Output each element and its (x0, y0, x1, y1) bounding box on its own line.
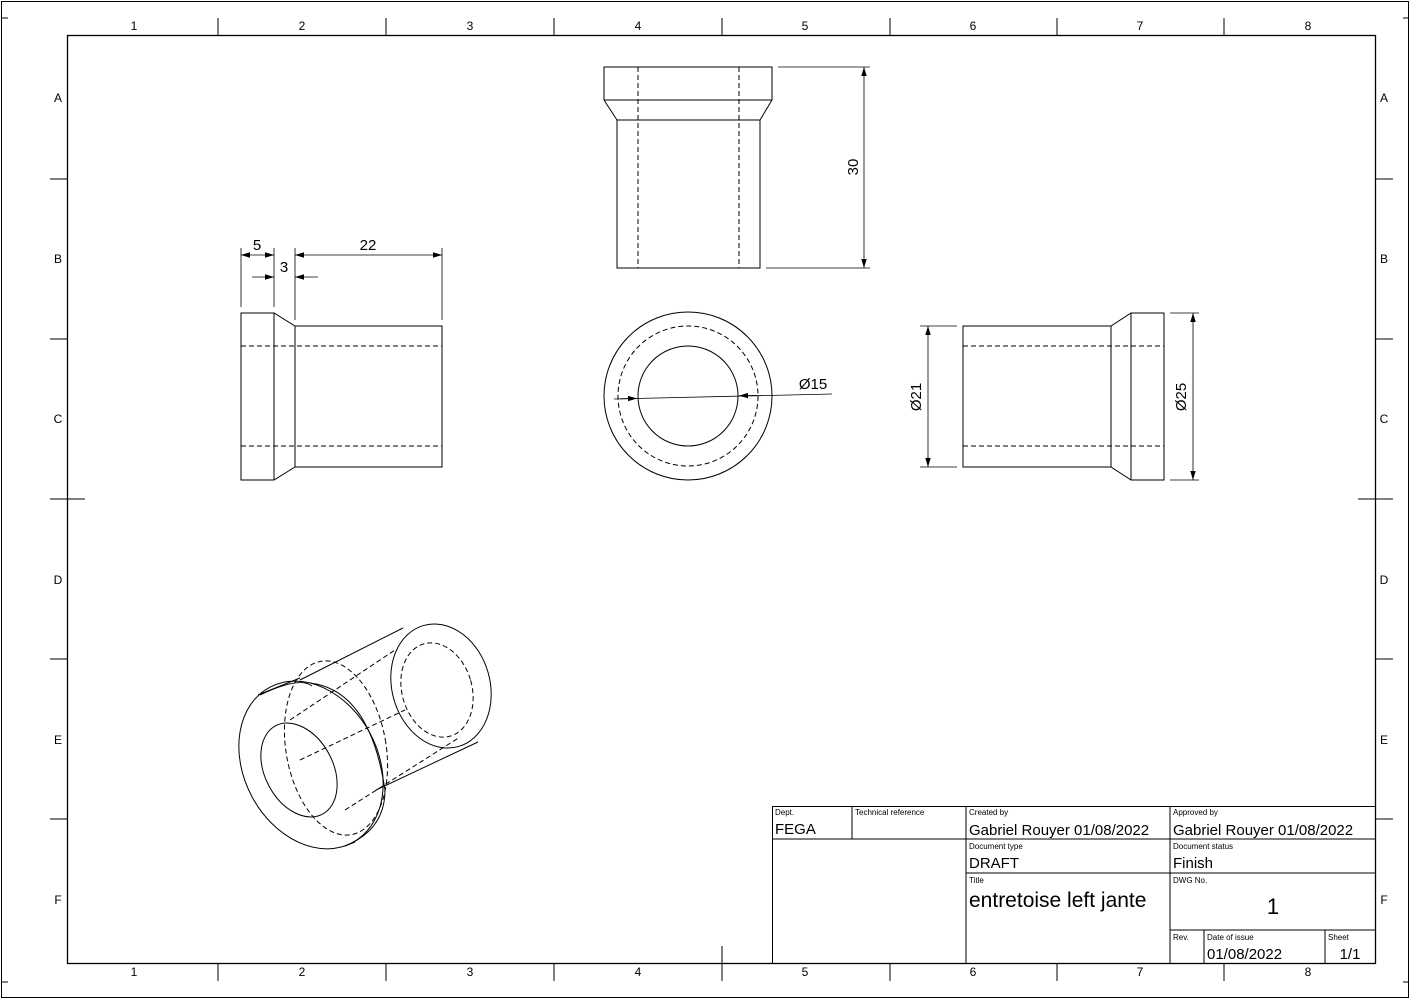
dim-left (240, 248, 443, 320)
row-label-left: A (54, 91, 62, 105)
created-by-label: Created by (969, 808, 1008, 817)
dept-value: FEGA (775, 821, 816, 838)
top-view (603, 66, 773, 269)
row-label-right: E (1380, 733, 1388, 747)
col-label-bottom: 6 (970, 965, 977, 979)
dim-chamfer-label: 3 (280, 259, 288, 276)
sheet-label: Sheet (1328, 933, 1350, 942)
title-block (772, 806, 1376, 964)
dept-label: Dept. (775, 808, 794, 817)
drawing-title: entretoise left jante (969, 889, 1146, 912)
row-label-left: E (54, 733, 62, 747)
dwg-no-value: 1 (1267, 894, 1279, 919)
dim-body-length-label: 22 (360, 237, 377, 254)
sheet-value: 1/1 (1340, 946, 1361, 963)
row-label-left: B (54, 252, 62, 266)
col-label-bottom: 4 (635, 965, 642, 979)
col-label-top: 4 (635, 19, 642, 33)
title-label: Title (969, 876, 984, 885)
col-label-bottom: 5 (802, 965, 809, 979)
dim-height-label: 30 (845, 159, 862, 176)
row-label-left: F (54, 893, 61, 907)
col-label-bottom: 1 (131, 965, 138, 979)
dim-flange-diameter-label: Ø25 (1173, 383, 1190, 411)
dim-right (920, 312, 1199, 481)
col-label-top: 1 (131, 19, 138, 33)
dwg-no-label: DWG No. (1173, 876, 1207, 885)
created-by-value: Gabriel Rouyer 01/08/2022 (969, 822, 1149, 839)
isometric-view (238, 623, 492, 850)
col-label-top: 2 (299, 19, 306, 33)
dim-flange-label: 5 (253, 237, 261, 254)
col-label-top: 3 (467, 19, 474, 33)
date-value: 01/08/2022 (1207, 946, 1282, 963)
row-label-left: D (54, 573, 63, 587)
row-label-right: C (1380, 412, 1389, 426)
dim-height (766, 66, 870, 269)
doc-type-value: DRAFT (969, 855, 1019, 872)
left-view (240, 312, 443, 481)
col-label-top: 6 (970, 19, 977, 33)
doc-type-label: Document type (969, 842, 1023, 851)
dim-body-diameter-label: Ø21 (908, 383, 925, 411)
col-label-top: 7 (1137, 19, 1144, 33)
corner-marks (1, 17, 1409, 983)
date-label: Date of issue (1207, 933, 1254, 942)
dim-bore-label: Ø15 (799, 376, 827, 393)
rev-label: Rev. (1173, 933, 1189, 942)
dim-bore (613, 392, 833, 402)
row-label-right: A (1380, 91, 1388, 105)
row-label-right: F (1380, 893, 1387, 907)
right-view (962, 312, 1165, 481)
row-label-right: D (1380, 573, 1389, 587)
tech-ref-label: Technical reference (855, 808, 925, 817)
col-label-top: 5 (802, 19, 809, 33)
approved-by-label: Approved by (1173, 808, 1218, 817)
row-label-left: C (54, 412, 63, 426)
row-label-right: B (1380, 252, 1388, 266)
col-label-bottom: 3 (467, 965, 474, 979)
col-label-bottom: 8 (1305, 965, 1312, 979)
grid-ticks (50, 18, 1393, 981)
approved-by-value: Gabriel Rouyer 01/08/2022 (1173, 822, 1353, 839)
doc-status-label: Document status (1173, 842, 1233, 851)
col-label-top: 8 (1305, 19, 1312, 33)
col-label-bottom: 2 (299, 965, 306, 979)
col-label-bottom: 7 (1137, 965, 1144, 979)
doc-status-value: Finish (1173, 855, 1213, 872)
